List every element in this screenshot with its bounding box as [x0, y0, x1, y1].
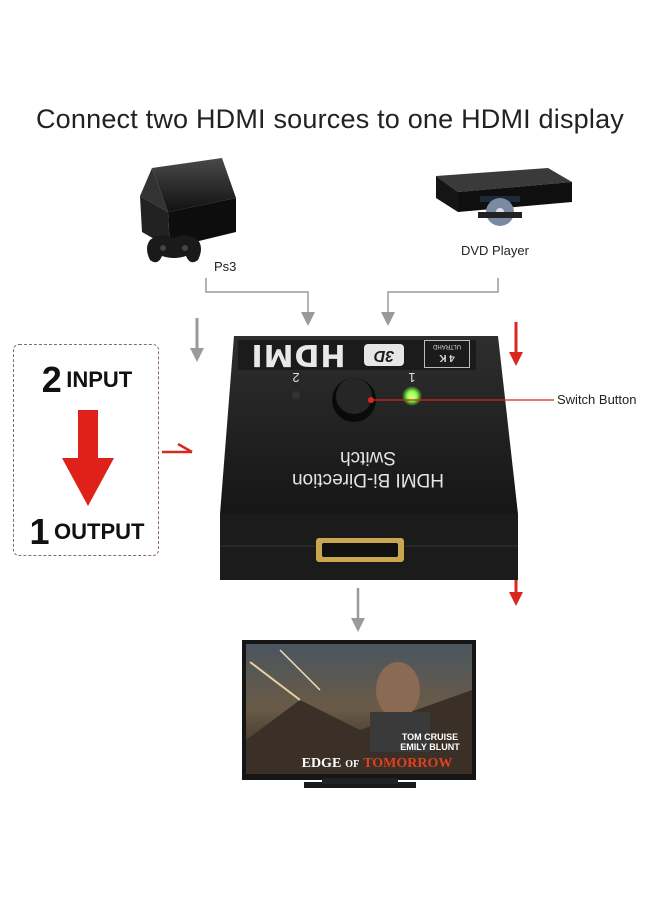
- input-number: 2: [41, 359, 62, 400]
- red-down-arrow-top: [509, 322, 523, 366]
- device-name-wrap: HDMI Bi-Direction Switch: [236, 446, 500, 494]
- poster-title-a: EDGE: [301, 756, 342, 771]
- output-caption: 1 OUTPUT: [14, 511, 160, 553]
- badge-3d: 3D: [364, 344, 404, 366]
- device-name-line2: Switch: [340, 447, 396, 468]
- port-1-label-wrap: 1: [398, 370, 426, 386]
- device-name-line1: HDMI Bi-Direction: [291, 469, 445, 490]
- gray-down-arrow-to-tv: [351, 588, 365, 632]
- input-output-box: 2 INPUT 1 OUTPUT: [13, 344, 159, 556]
- ps3-console-image: [140, 158, 236, 263]
- input-word: INPUT: [66, 367, 133, 392]
- input-to-output-arrow: [62, 410, 114, 506]
- port-2-label-wrap: 2: [282, 370, 310, 386]
- poster-title: EDGE OF TOMORROW: [284, 754, 470, 772]
- port-1-label: 1: [408, 370, 416, 385]
- dvd-player-image: [436, 168, 572, 226]
- arrow-from-dvd: [381, 312, 395, 326]
- hdmi-logo-wrap: HDMI: [238, 337, 358, 372]
- dvd-player-label: DVD Player: [461, 243, 529, 258]
- hdmi-logo-text: HDMI: [250, 337, 346, 372]
- badge-4k: 4 K ULTRAHD: [424, 340, 470, 368]
- output-word: OUTPUT: [54, 519, 145, 544]
- badge-3d-text: 3D: [373, 347, 395, 364]
- badge-ultrahd-text: ULTRAHD: [433, 343, 461, 349]
- hdmi-switch-device: [220, 336, 518, 580]
- input-caption: 2 INPUT: [14, 359, 160, 401]
- arrow-from-ps3: [301, 312, 315, 326]
- red-pointer-arrow: [162, 442, 193, 454]
- headline: Connect two HDMI sources to one HDMI dis…: [35, 104, 625, 134]
- tv-image: [242, 640, 476, 788]
- poster-line1: TOM CRUISE: [401, 732, 459, 742]
- switch-button-label: Switch Button: [557, 392, 637, 407]
- port-2-label: 2: [292, 370, 300, 385]
- output-number: 1: [29, 511, 50, 552]
- gray-down-arrow-left: [190, 318, 204, 362]
- poster-title-b: OF: [345, 759, 360, 770]
- poster-title-c: TOMORROW: [363, 756, 453, 771]
- poster-credits: TOM CRUISE EMILY BLUNT: [388, 732, 472, 752]
- ps3-label: Ps3: [214, 259, 237, 274]
- poster-line2: EMILY BLUNT: [400, 742, 460, 752]
- source-connector-lines: [205, 278, 499, 312]
- badge-4k-text: 4 K: [439, 352, 455, 363]
